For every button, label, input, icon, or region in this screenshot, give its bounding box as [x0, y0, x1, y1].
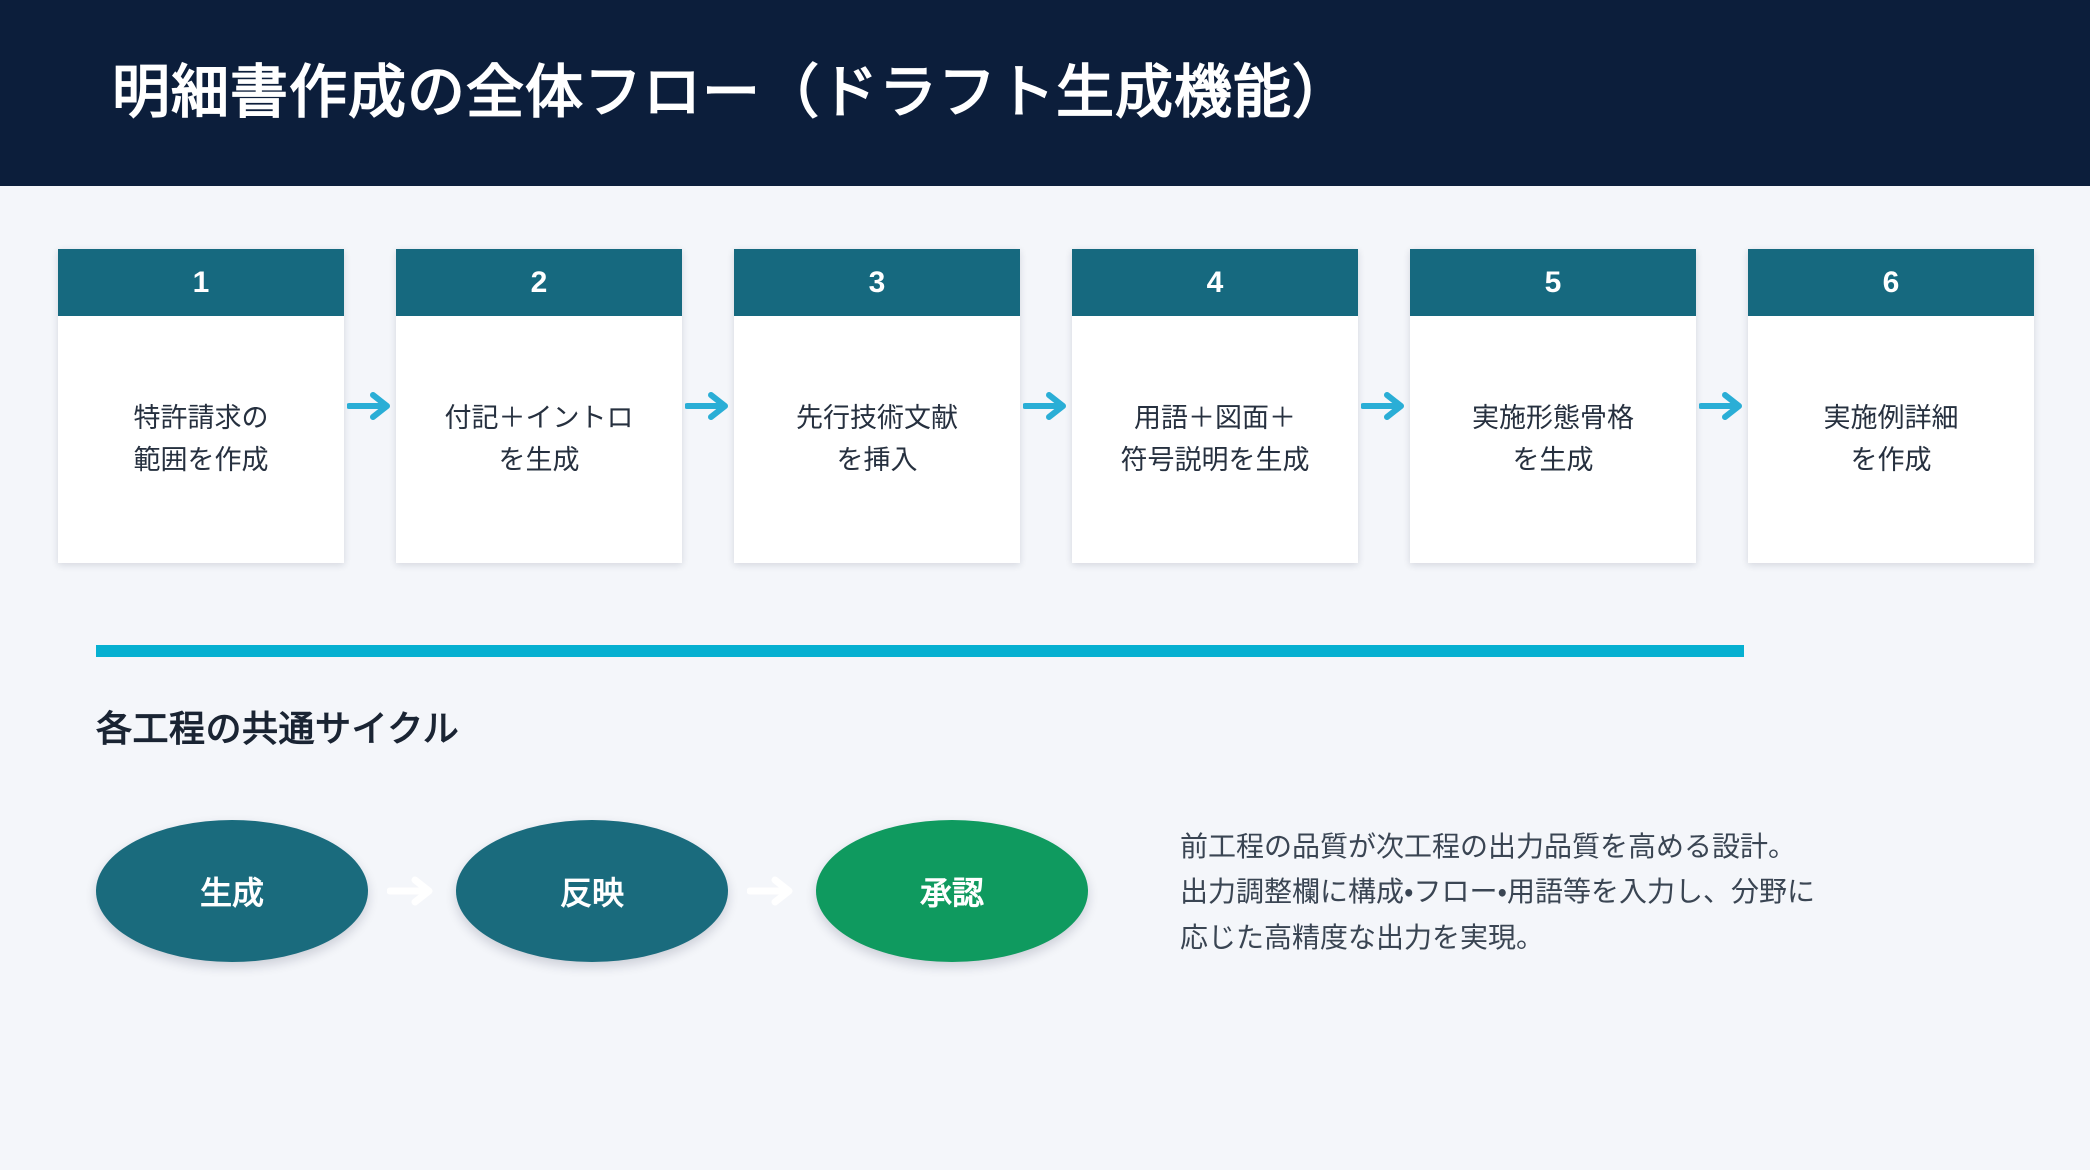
arrow-right-icon — [1020, 249, 1072, 563]
step-number-badge: 1 — [58, 249, 344, 316]
step-body: 用語＋図面＋ 符号説明を生成 — [1072, 316, 1358, 563]
step-body: 特許請求の 範囲を作成 — [58, 316, 344, 563]
step-label: 特許請求の 範囲を作成 — [133, 402, 269, 475]
step-card[interactable]: 3 先行技術文献 を挿入 — [734, 249, 1020, 563]
arrow-right-icon — [344, 249, 396, 563]
cycle-node[interactable]: 反映 — [456, 820, 728, 962]
cycle-node[interactable]: 承認 — [816, 820, 1088, 962]
section-divider — [96, 645, 1744, 657]
step-label: 先行技術文献 を挿入 — [796, 402, 958, 475]
step-label: 実施例詳細 を作成 — [1823, 402, 1959, 475]
step-number-badge: 2 — [396, 249, 682, 316]
arrow-right-icon — [1696, 249, 1748, 563]
cycle-node-group: 生成 反映 承認 — [96, 820, 1088, 962]
arrow-right-icon — [682, 249, 734, 563]
step-body: 付記＋イントロ を生成 — [396, 316, 682, 563]
process-steps-row: 1 特許請求の 範囲を作成 2 付記＋イントロ を生成 3 先行技術文献 を挿入 — [58, 249, 2034, 563]
cycle-description-text: 前工程の品質が次工程の出力品質を高める設計。 出力調整欄に構成・フロー・用語等を… — [1180, 831, 1816, 953]
step-label: 実施形態骨格 を生成 — [1472, 402, 1634, 475]
page-title: 明細書作成の全体フロー（ドラフト生成機能） — [112, 60, 1352, 126]
step-number-badge: 4 — [1072, 249, 1358, 316]
step-number-badge: 5 — [1410, 249, 1696, 316]
step-number-badge: 3 — [734, 249, 1020, 316]
step-number-badge: 6 — [1748, 249, 2034, 316]
step-body: 実施例詳細 を作成 — [1748, 316, 2034, 563]
cycle-node[interactable]: 生成 — [96, 820, 368, 962]
cycle-node-label: 承認 — [919, 875, 984, 911]
arrow-right-icon — [1358, 249, 1410, 563]
step-card[interactable]: 6 実施例詳細 を作成 — [1748, 249, 2034, 563]
step-card[interactable]: 5 実施形態骨格 を生成 — [1410, 249, 1696, 563]
arrow-right-icon — [368, 874, 456, 908]
step-card[interactable]: 1 特許請求の 範囲を作成 — [58, 249, 344, 563]
cycle-section: 生成 反映 承認 前工程の品質が次工程の出力品質を高める設計。 出力調整欄に構成… — [96, 820, 1996, 980]
step-body: 実施形態骨格 を生成 — [1410, 316, 1696, 563]
step-label: 付記＋イントロ を生成 — [444, 402, 634, 475]
cycle-section-heading: 各工程の共通サイクル — [96, 708, 460, 749]
cycle-node-label: 生成 — [199, 875, 264, 911]
title-bar: 明細書作成の全体フロー（ドラフト生成機能） — [0, 0, 2090, 186]
step-card[interactable]: 4 用語＋図面＋ 符号説明を生成 — [1072, 249, 1358, 563]
cycle-node-label: 反映 — [559, 875, 624, 911]
step-label: 用語＋図面＋ 符号説明を生成 — [1120, 402, 1310, 475]
arrow-right-icon — [728, 874, 816, 908]
step-body: 先行技術文献 を挿入 — [734, 316, 1020, 563]
step-card[interactable]: 2 付記＋イントロ を生成 — [396, 249, 682, 563]
